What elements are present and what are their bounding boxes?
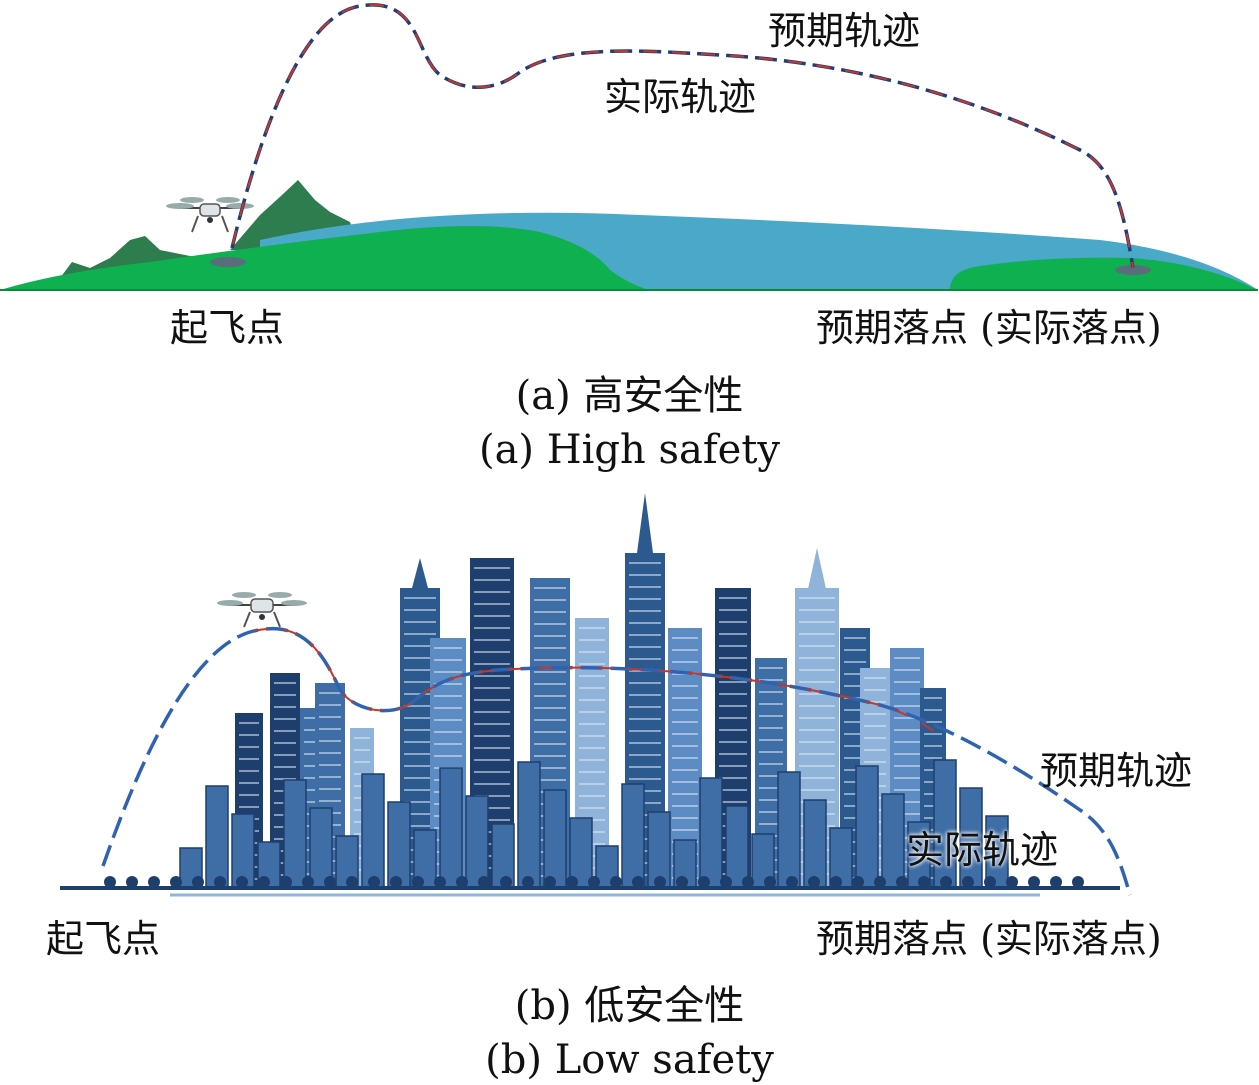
tree — [434, 876, 446, 888]
panel-b-caption-en: (b) Low safety — [485, 1037, 774, 1083]
panel-a-expected-traj-label: 预期轨迹 — [768, 9, 921, 53]
land-right — [950, 257, 1258, 290]
building-low — [205, 785, 229, 889]
tree — [500, 876, 512, 888]
building-low — [309, 807, 333, 889]
actual-trajectory-a — [231, 3, 1134, 269]
tree — [786, 876, 798, 888]
tree — [1050, 876, 1062, 888]
tree — [214, 876, 226, 888]
tree — [346, 876, 358, 888]
tree — [544, 876, 556, 888]
tree — [874, 876, 886, 888]
building-low — [439, 767, 463, 889]
tree — [940, 876, 952, 888]
panel-a-scene — [0, 3, 1258, 291]
building-low — [699, 777, 723, 889]
tree — [962, 876, 974, 888]
tree — [764, 876, 776, 888]
tree — [324, 876, 336, 888]
building-low — [361, 773, 385, 889]
tree — [918, 876, 930, 888]
land-left — [0, 226, 650, 290]
tree — [478, 876, 490, 888]
tree — [368, 876, 380, 888]
tree — [236, 876, 248, 888]
tree — [126, 876, 138, 888]
building-low — [621, 783, 645, 889]
building-low — [855, 765, 879, 889]
tree — [698, 876, 710, 888]
takeoff-pad — [210, 257, 246, 267]
building-spire — [637, 493, 653, 553]
tree — [192, 876, 204, 888]
tree — [1028, 876, 1040, 888]
panel-b-caption-cn: (b) 低安全性 — [514, 983, 745, 1029]
panel-a-caption-cn: (a) 高安全性 — [515, 373, 744, 419]
building-low — [387, 801, 411, 889]
building-low — [803, 799, 827, 889]
building-low — [777, 771, 801, 889]
panel-b-expected-traj-label: 预期轨迹 — [1040, 749, 1193, 793]
panel-a-takeoff-label: 起飞点 — [170, 306, 285, 350]
panel-b-takeoff-label: 起飞点 — [46, 917, 161, 961]
tree — [522, 876, 534, 888]
building-spire — [412, 558, 428, 588]
building-low — [543, 789, 567, 889]
tree — [566, 876, 578, 888]
building-low — [517, 761, 541, 889]
panel-b-actual-traj-label: 实际轨迹 — [906, 828, 1059, 872]
tree — [632, 876, 644, 888]
panel-a-actual-traj-label: 实际轨迹 — [604, 75, 757, 119]
tree — [676, 876, 688, 888]
tree — [610, 876, 622, 888]
drone-icon — [166, 197, 254, 233]
tree — [852, 876, 864, 888]
tree — [390, 876, 402, 888]
mountain-left — [60, 236, 200, 278]
panel-b-landing-label: 预期落点 (实际落点) — [816, 917, 1162, 961]
landing-pad — [1115, 265, 1151, 275]
tree — [1006, 876, 1018, 888]
building-low — [725, 805, 749, 889]
tree — [302, 876, 314, 888]
building-spire — [808, 548, 826, 588]
tree — [456, 876, 468, 888]
panel-a-caption-en: (a) High safety — [478, 427, 781, 473]
tree — [654, 876, 666, 888]
tree — [720, 876, 732, 888]
tree — [1072, 876, 1084, 888]
building-low — [881, 793, 905, 889]
tree — [830, 876, 842, 888]
expected-trajectory-b — [101, 626, 1132, 896]
building-low — [283, 779, 307, 889]
tree — [588, 876, 600, 888]
tree — [412, 876, 424, 888]
panel-a-landing-label: 预期落点 (实际落点) — [816, 306, 1162, 350]
drone-icon-b — [217, 592, 307, 628]
tree — [808, 876, 820, 888]
tree — [984, 876, 996, 888]
building-low — [465, 795, 489, 889]
city-skyline — [104, 493, 1084, 889]
tree — [280, 876, 292, 888]
tree — [148, 876, 160, 888]
tree — [742, 876, 754, 888]
tree — [170, 876, 182, 888]
tree — [258, 876, 270, 888]
tree — [896, 876, 908, 888]
tree — [104, 876, 116, 888]
